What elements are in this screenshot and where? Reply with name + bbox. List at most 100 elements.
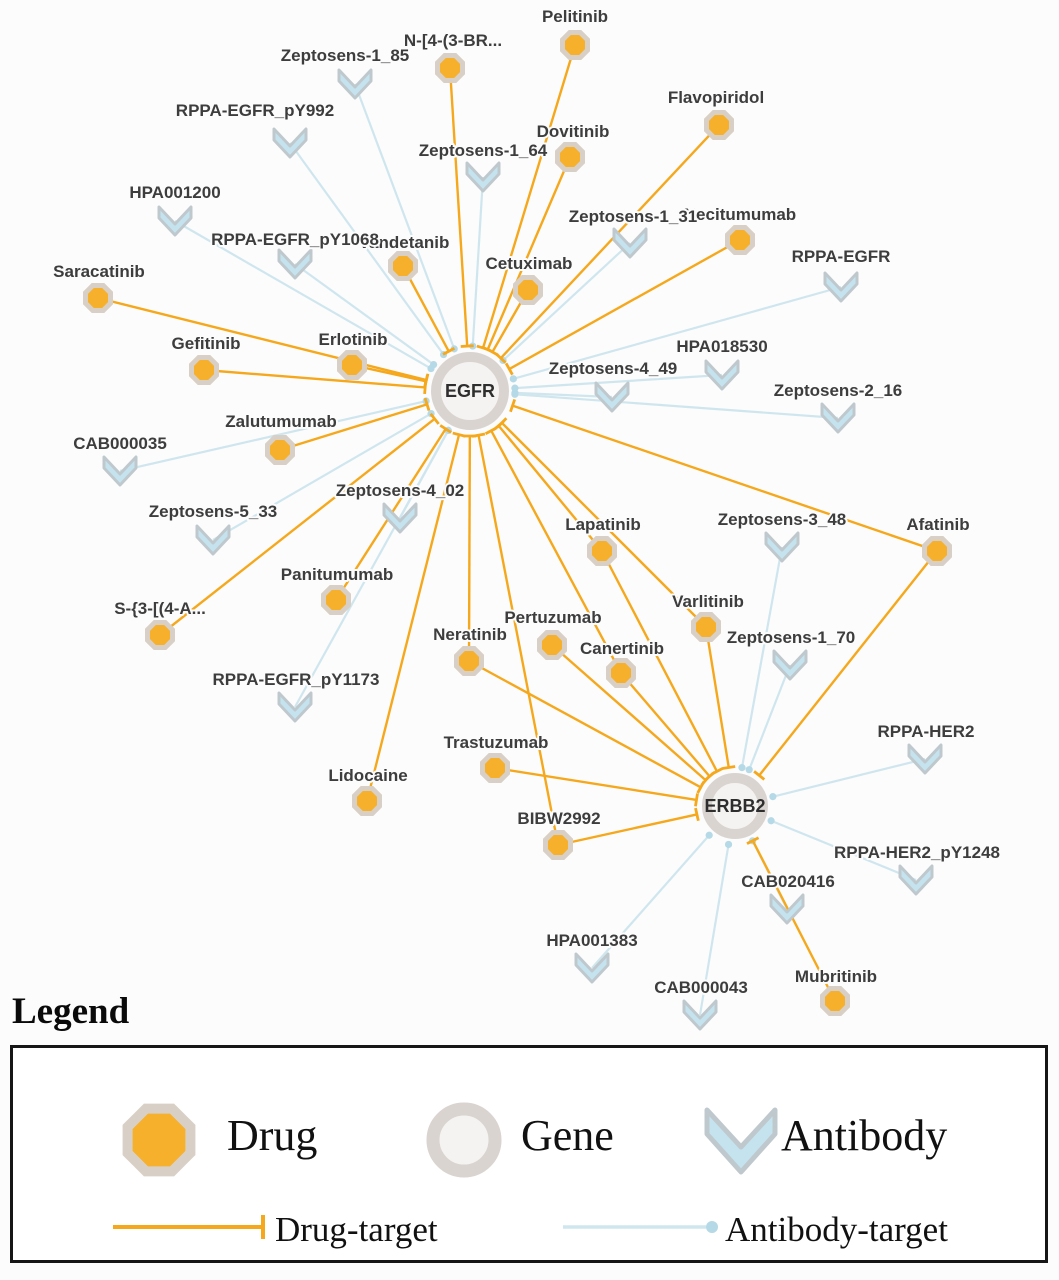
drug-node-necitumumab xyxy=(725,225,755,255)
drug-node-n-4-3-br xyxy=(435,53,465,83)
drug-target-line-icon xyxy=(113,1215,265,1239)
antibody-edge-dot-icon xyxy=(767,817,775,825)
antibody-node-rppa-her2 xyxy=(907,743,943,775)
node-label-zeptosens-5-33: Zeptosens-5_33 xyxy=(149,502,278,521)
antibody-target-line-icon xyxy=(563,1221,718,1233)
node-label-n-4-3-br: N-[4-(3-BR... xyxy=(404,31,502,50)
drug-node-erlotinib xyxy=(337,350,367,380)
antibody-target-edge-rppa-egfr-py992 xyxy=(289,142,445,356)
antibody-target-edge-zeptosens-1-85 xyxy=(353,83,456,350)
legend-label-drug: Drug xyxy=(227,1111,318,1160)
antibody-chevron-icon xyxy=(704,1107,778,1175)
gene-circle-icon xyxy=(426,1102,502,1178)
drug-node-dovitinib xyxy=(555,142,585,172)
antibody-node-rppa-egfr-py992 xyxy=(272,127,308,159)
node-label-zeptosens-1-64: Zeptosens-1_64 xyxy=(419,141,548,160)
antibody-node-hpa001383 xyxy=(574,952,610,984)
node-label-mubritinib: Mubritinib xyxy=(795,967,877,986)
node-label-varlitinib: Varlitinib xyxy=(672,592,744,611)
inhibition-tee-icon xyxy=(486,347,499,357)
node-label-panitumumab: Panitumumab xyxy=(281,565,393,584)
antibody-target-edge-zeptosens-1-31 xyxy=(502,242,631,362)
antibody-node-zeptosens-4-49 xyxy=(594,381,630,413)
drug-target-edge-neratinib xyxy=(467,435,472,662)
inhibition-tee-icon xyxy=(694,807,700,822)
antibody-target-edge-rppa-egfr xyxy=(513,285,842,380)
drug-target-edge-s-3-4-a xyxy=(159,417,436,636)
gene-node-egfr xyxy=(431,352,509,430)
drug-target-edge-canertinib xyxy=(490,430,623,674)
node-label-s-3-4-a: S-{3-[(4-A... xyxy=(114,599,206,618)
legend-label-antibody-target: Antibody-target xyxy=(725,1210,948,1249)
antibody-edge-dot-icon xyxy=(705,831,713,839)
gene-label-egfr: EGFR xyxy=(445,381,495,401)
node-label-vandetanib: Vandetanib xyxy=(359,233,450,252)
inhibition-tee-icon xyxy=(694,793,699,807)
inhibition-tee-icon xyxy=(484,426,498,435)
node-label-cab020416: CAB020416 xyxy=(741,872,835,891)
drug-node-varlitinib xyxy=(691,612,721,642)
inhibition-tee-icon xyxy=(496,417,508,429)
drug-node-saracatinib xyxy=(83,283,113,313)
legend-title: Legend xyxy=(12,991,130,1032)
node-label-zeptosens-3-48: Zeptosens-3_48 xyxy=(718,510,847,529)
drug-node-s-3-4-a xyxy=(145,620,175,650)
node-label-bibw2992: BIBW2992 xyxy=(517,809,600,828)
antibody-node-rppa-egfr xyxy=(823,271,859,303)
node-label-hpa001200: HPA001200 xyxy=(129,183,220,202)
drug-node-afatinib xyxy=(922,536,952,566)
antibody-target-edge-zeptosens-4-49 xyxy=(514,391,613,399)
antibody-target-edge-cab000043 xyxy=(698,844,730,1016)
node-label-zalutumumab: Zalutumumab xyxy=(225,412,336,431)
drug-target-edge-lapatinib xyxy=(497,424,603,552)
drug-node-lidocaine xyxy=(352,786,382,816)
inhibition-tee-icon xyxy=(439,424,452,434)
drug-target-edge-canertinib xyxy=(620,672,711,778)
antibody-node-zeptosens-1-70 xyxy=(772,649,808,681)
node-label-cetuximab: Cetuximab xyxy=(486,254,573,273)
antibody-target-edge-zeptosens-5-33 xyxy=(212,412,432,541)
inhibition-tee-icon xyxy=(452,431,466,438)
inhibition-tee-icon xyxy=(746,836,760,845)
drug-node-zalutumumab xyxy=(265,435,295,465)
drug-target-edge-bibw2992 xyxy=(557,813,698,847)
node-label-pelitinib: Pelitinib xyxy=(542,7,608,26)
antibody-node-cab020416 xyxy=(769,893,805,925)
node-label-flavopiridol: Flavopiridol xyxy=(668,88,764,107)
drug-target-edge-dovitinib xyxy=(486,156,572,351)
legend-label-gene: Gene xyxy=(521,1111,614,1160)
drug-target-edge-pelitinib xyxy=(481,44,577,349)
drug-node-flavopiridol xyxy=(704,110,734,140)
drug-node-gefitinib xyxy=(189,355,219,385)
drug-node-canertinib xyxy=(606,658,636,688)
node-label-hpa001383: HPA001383 xyxy=(546,931,637,950)
drug-node-lapatinib xyxy=(587,536,617,566)
antibody-edge-dot-icon xyxy=(511,390,519,398)
edge-layer xyxy=(97,44,938,1016)
node-label-zeptosens-1-31: Zeptosens-1_31 xyxy=(569,207,698,226)
node-label-rppa-egfr-py1068: RPPA-EGFR_pY1068 xyxy=(211,230,379,249)
antibody-target-edge-rppa-her2-py1248 xyxy=(770,819,917,882)
gene-label-erbb2: ERBB2 xyxy=(704,796,765,816)
drug-target-edge-necitumumab xyxy=(508,238,741,371)
drug-target-edge-gefitinib xyxy=(203,368,426,389)
drug-target-edge-vandetanib xyxy=(401,265,450,352)
antibody-target-edge-zeptosens-3-48 xyxy=(740,546,784,768)
drug-node-trastuzumab xyxy=(480,753,510,783)
antibody-target-edge-rppa-egfr-py1068 xyxy=(294,263,435,366)
inhibition-tee-icon xyxy=(423,374,429,388)
node-label-trastuzumab: Trastuzumab xyxy=(444,733,549,752)
node-label-neratinib: Neratinib xyxy=(433,625,507,644)
drug-node-panitumumab xyxy=(321,585,351,615)
antibody-edge-dot-icon xyxy=(724,840,733,849)
antibody-node-cab000035 xyxy=(102,455,138,487)
antibody-node-zeptosens-1-31 xyxy=(612,227,648,259)
legend-label-antibody: Antibody xyxy=(781,1111,948,1160)
drug-target-edge-varlitinib xyxy=(500,421,707,628)
antibody-edge-dot-icon xyxy=(769,793,777,801)
inhibition-tee-icon xyxy=(471,432,486,438)
inhibition-tee-icon xyxy=(509,398,517,413)
node-label-lidocaine: Lidocaine xyxy=(328,766,407,785)
